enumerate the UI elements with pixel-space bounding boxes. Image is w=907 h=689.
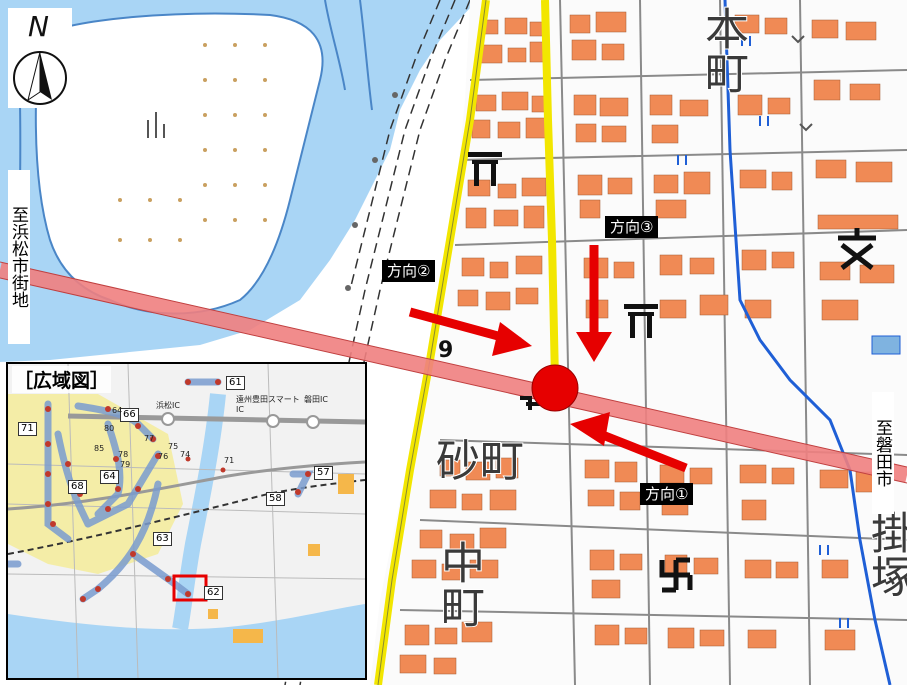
destination-east: 至磐田市: [872, 392, 894, 514]
inset-map-canvas: [8, 364, 365, 678]
district-nakamachi: 中町: [432, 539, 485, 629]
direction-3-label: 方向③: [605, 216, 659, 238]
paddy-field-icon: [147, 112, 165, 138]
inset-ic-enshu-toyoda: 遠州豊田スマートIC: [236, 395, 300, 414]
inset-route-58: 58: [266, 492, 285, 506]
north-arrow-icon: N: [8, 8, 72, 108]
inset-route-62: 62: [204, 586, 223, 600]
police-box-icon: [520, 396, 540, 410]
target-location-marker: [531, 364, 579, 412]
inset-route-63: 63: [153, 532, 172, 546]
inset-ic-iwata: 磐田IC: [304, 395, 328, 404]
inset-small-79: 79: [120, 460, 131, 469]
district-sunamachi: 砂町: [435, 436, 525, 487]
direction-1-label: 方向①: [640, 483, 694, 505]
route-number-label: 9: [438, 338, 454, 363]
inset-small-75: 75: [168, 442, 179, 451]
inset-route-57: 57: [314, 466, 333, 480]
destination-west: 至浜松市街地: [8, 170, 30, 344]
inset-title: ［広域図］: [12, 366, 112, 393]
district-honmachi: 本町: [696, 5, 749, 95]
inset-small-85: 85: [94, 444, 105, 453]
inset-small-76: 76: [158, 452, 169, 461]
inset-route-64: 64: [100, 470, 119, 484]
direction-arrows: [408, 245, 688, 473]
shrine-icon: [624, 304, 658, 338]
inset-route-68: 68: [68, 480, 87, 494]
inset-small-78: 78: [118, 450, 129, 459]
inset-ic-hamamatsu: 浜松IC: [156, 401, 180, 410]
inset-small-74: 74: [180, 450, 191, 459]
arrow-direction-1: [588, 425, 688, 473]
district-kakezuka: 掛塚: [862, 509, 907, 599]
north-letter: N: [28, 10, 49, 43]
inset-small-80: 80: [104, 424, 115, 433]
inset-route-66: 66: [120, 408, 139, 422]
inset-route-71: 71: [18, 422, 37, 436]
inset-wide-area-map[interactable]: ［広域図］ 61 66 71 64 68 63 57 58 62 浜松IC 遠州…: [6, 362, 367, 680]
inset-small-71: 71: [224, 456, 235, 465]
inset-small-77: 77: [144, 434, 155, 443]
direction-2-label: 方向②: [382, 260, 436, 282]
inset-small-64: 64: [112, 406, 123, 415]
temple-icon: [659, 557, 693, 593]
shrine-icon: [468, 152, 502, 186]
school-icon: [838, 228, 876, 270]
inset-route-61: 61: [226, 376, 245, 390]
